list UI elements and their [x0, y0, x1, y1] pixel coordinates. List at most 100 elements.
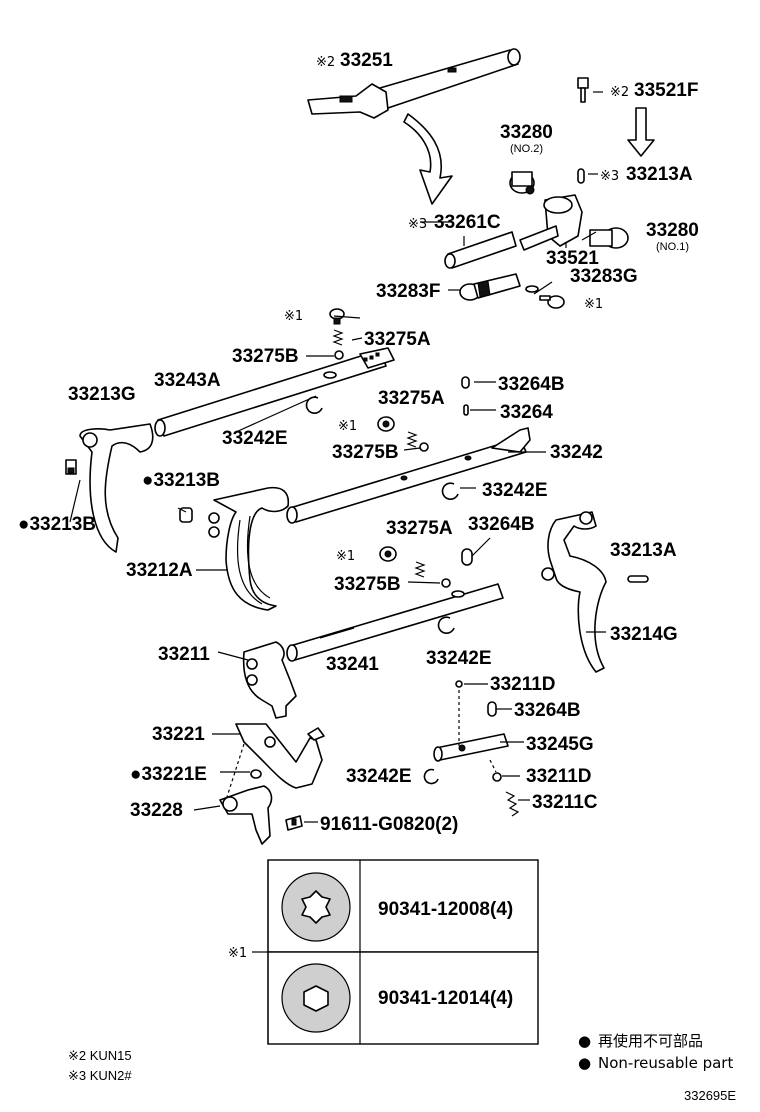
arrow-down-right — [627, 107, 655, 157]
label-33264B-1: 33264B — [498, 374, 565, 395]
label-33275A-2: 33275A — [378, 388, 445, 409]
label-33213A: 33213A — [610, 540, 677, 561]
bolt-33213B-2 — [179, 507, 193, 523]
ball-33211D-1 — [455, 680, 463, 688]
shift-lever-shaft-33251 — [307, 48, 521, 119]
snap-ring-33242E-2 — [441, 482, 459, 500]
label-33211C: 33211C — [532, 792, 598, 813]
label-33211: 33211 — [158, 644, 210, 665]
label-33213G: 33213G — [68, 384, 136, 405]
mark-33251: ※2 — [316, 55, 335, 70]
bolt-91611 — [285, 815, 303, 831]
label-33213B-1: ●33213B — [142, 470, 220, 491]
ball-33275B-3 — [441, 578, 451, 588]
label-33275B-1: 33275B — [232, 346, 299, 367]
spring-33275A-3 — [414, 561, 426, 578]
leader-lines — [69, 173, 606, 823]
label-33275A-3: 33275A — [386, 518, 453, 539]
shift-fork-33213G — [79, 423, 154, 553]
bolt-table-mark: ※1 — [228, 946, 247, 961]
ball-33211D-2 — [492, 772, 502, 782]
bolt-33213B-1 — [65, 459, 77, 475]
legend: ● 再使用不可部品 ● Non-reusable part — [578, 1032, 733, 1072]
footnotes: ※2 KUN15 ※3 KUN2# — [68, 1048, 132, 1083]
label-33245G: 33245G — [526, 734, 594, 755]
pin-33264B-3 — [487, 701, 497, 717]
label-33275B-2: 33275B — [332, 442, 399, 463]
catalog-id: 332695E — [684, 1088, 736, 1103]
label-33214G: 33214G — [610, 624, 678, 645]
label-91611: 91611-G0820(2) — [320, 814, 458, 835]
label-33242E-3: 33242E — [426, 648, 492, 669]
mark-x1-a: ※1 — [584, 297, 603, 312]
label-33283F: 33283F — [376, 281, 440, 302]
spring-33275A-1 — [332, 329, 344, 346]
snap-ring-33242E-3 — [437, 616, 455, 634]
label-33213A-top: 33213A — [626, 164, 693, 185]
label-33221E: ●33221E — [130, 764, 207, 785]
mark-x1-d: ※1 — [336, 549, 355, 564]
label-33264B-3: 33264B — [514, 700, 581, 721]
legend-text-1: 再使用不可部品 — [598, 1032, 703, 1050]
spring-33211C — [505, 791, 520, 817]
label-33275A-1: 33275A — [364, 329, 431, 350]
arrow-outline — [403, 113, 453, 205]
spring-33275A-2 — [406, 431, 418, 448]
shaft-33242 — [286, 427, 531, 524]
label-33213B-2: ●33213B — [18, 514, 96, 535]
label-33228: 33228 — [130, 800, 183, 821]
snap-ring-33242E-4 — [423, 768, 439, 785]
bolt-table-row-2: 90341-12014(4) — [378, 988, 513, 1009]
mark-33213A-top: ※3 — [600, 169, 619, 184]
bolt-table-row-1: 90341-12008(4) — [378, 899, 513, 920]
footnote-2: ※3 KUN2# — [68, 1068, 132, 1083]
pin-33264B-2 — [461, 548, 473, 566]
mark-33261C: ※3 — [408, 217, 427, 232]
note-33280-b: (NO.1) — [656, 241, 689, 253]
shaft-33241 — [286, 583, 504, 662]
label-33280-a: 33280 — [500, 122, 553, 143]
label-33242E-4: 33242E — [346, 766, 412, 787]
mark-33521F: ※2 — [610, 85, 629, 100]
label-33264: 33264 — [500, 402, 553, 423]
label-33521F: 33521F — [634, 80, 698, 101]
pin-33213A — [627, 575, 649, 583]
pin-33221E — [250, 769, 262, 779]
shaft-33283F — [459, 273, 521, 301]
pin-33264B-1 — [461, 376, 470, 389]
bolt-x1-33242 — [377, 416, 395, 432]
label-33521: 33521 — [546, 248, 599, 269]
ball-33275B-1 — [334, 350, 344, 360]
bolt-table: ※1 90341-12008(4) 90341-12014(4) — [228, 859, 539, 1045]
mark-x1-c: ※1 — [338, 419, 357, 434]
label-33275B-3: 33275B — [334, 574, 401, 595]
bolt-x1-33241 — [379, 546, 397, 562]
bolt-x1-33243A — [329, 308, 345, 325]
lever-33228 — [219, 785, 273, 845]
label-33211D-2: 33211D — [526, 766, 592, 787]
label-33221: 33221 — [152, 724, 205, 745]
label-33243A: 33243A — [154, 370, 221, 391]
label-33242: 33242 — [550, 442, 603, 463]
ball-33275B-2 — [419, 442, 429, 452]
part-labels: ※2 33251 ※2 33521F 33280 (NO.2) ※3 33213… — [18, 50, 699, 835]
note-33280-a: (NO.2) — [510, 143, 543, 155]
label-33261C: 33261C — [434, 212, 501, 233]
shaft-33245G — [433, 733, 509, 762]
footnote-1: ※2 KUN15 — [68, 1048, 132, 1063]
bolt-33521F — [577, 77, 603, 103]
legend-bullet-2: ● — [578, 1054, 591, 1072]
label-33264B-2: 33264B — [468, 514, 535, 535]
label-33211D-1: 33211D — [490, 674, 556, 695]
shift-fork-33212A — [208, 486, 290, 611]
bolt-x1-top-right — [539, 295, 565, 309]
pin-33213A-top — [577, 168, 585, 184]
shaft-33243A — [154, 347, 395, 437]
legend-text-2: Non-reusable part — [598, 1054, 733, 1072]
label-33242E-2: 33242E — [482, 480, 548, 501]
label-33212A: 33212A — [126, 560, 193, 581]
hex-bolt-icon — [281, 963, 351, 1033]
shift-block-33211 — [242, 641, 297, 719]
mark-x1-b: ※1 — [284, 309, 303, 324]
